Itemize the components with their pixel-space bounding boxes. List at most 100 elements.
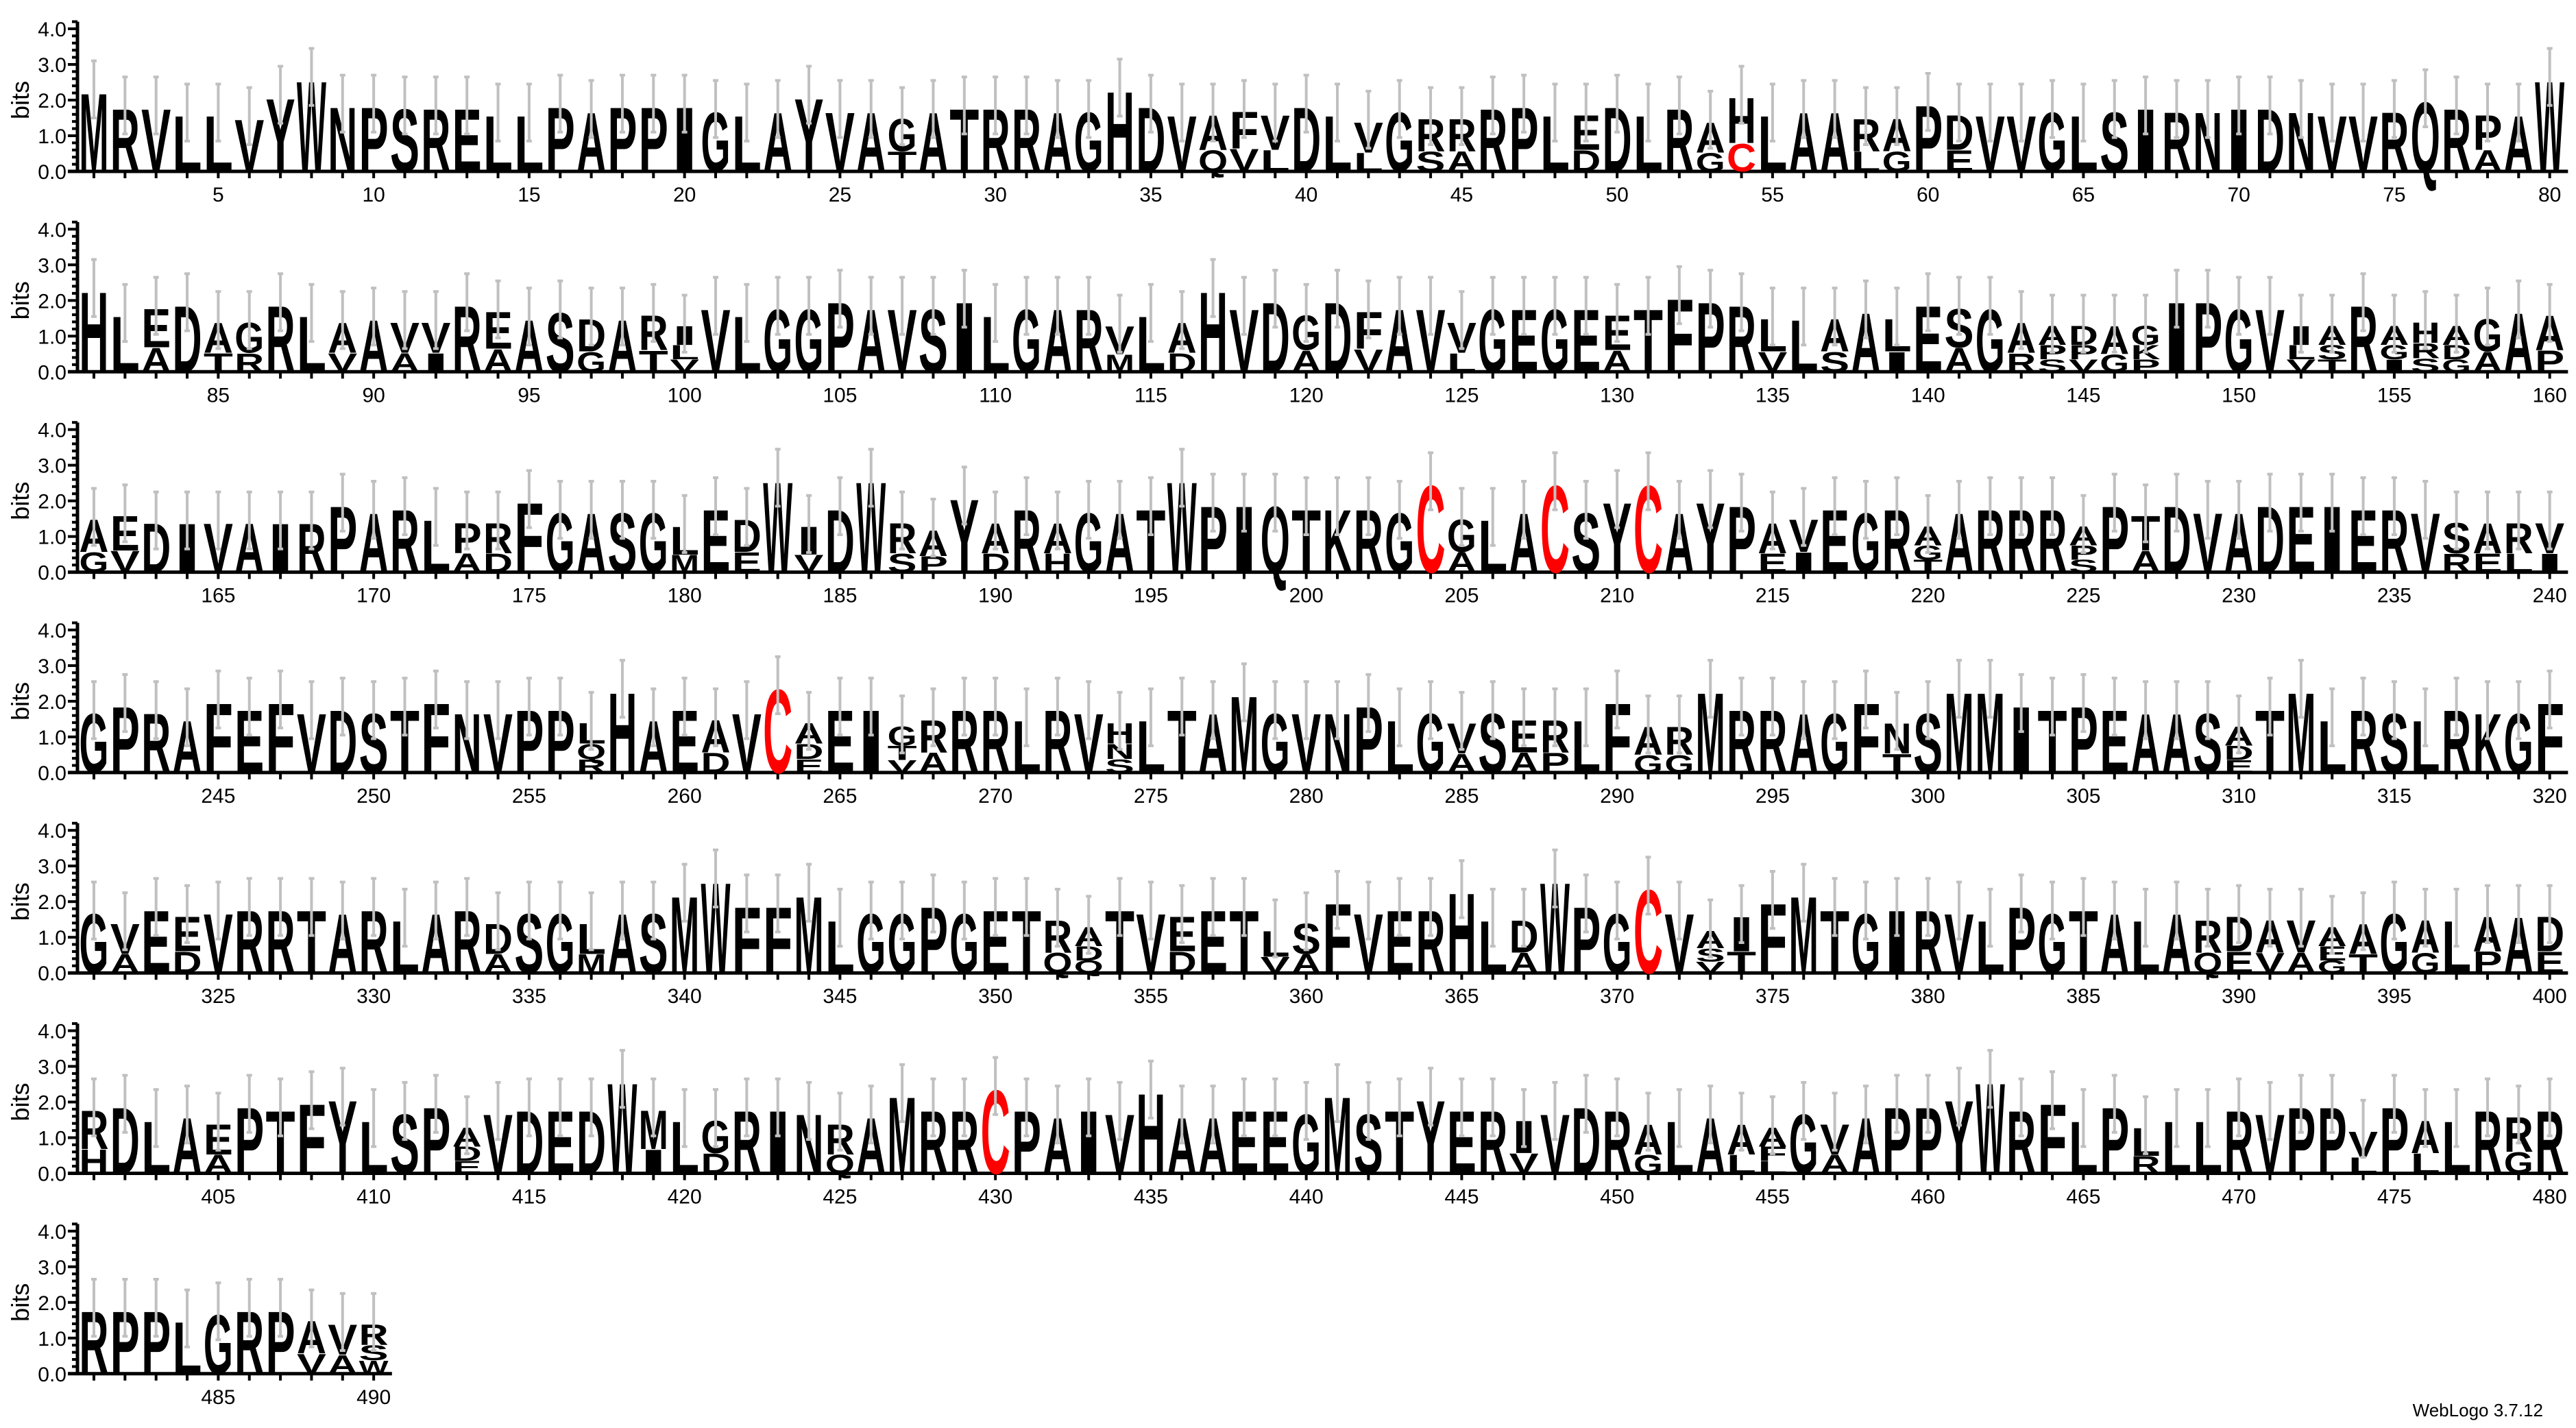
error-bar	[1894, 690, 1900, 751]
error-bar	[1428, 276, 1434, 336]
letter-wrap: G	[1696, 147, 1725, 177]
error-bar	[1117, 58, 1123, 118]
error-bar	[993, 677, 999, 737]
logo-stack-23: A	[763, 79, 792, 189]
error-bar	[2422, 687, 2429, 747]
logo-stack-75: R	[2379, 79, 2409, 189]
x-tick-label: 330	[356, 985, 391, 1008]
logo-stack-282: P	[1354, 673, 1383, 793]
logo-stack-209: S	[1571, 480, 1601, 590]
logo-stack-39: VL	[1261, 82, 1290, 178]
logo-stack-329: A	[328, 880, 357, 991]
error-bar	[2080, 494, 2087, 554]
logo-stack-217: E	[1820, 476, 1849, 592]
logo-stack-305: P	[2069, 673, 2098, 793]
error-bar	[1054, 490, 1060, 550]
logo-stack-486: R	[234, 1278, 264, 1393]
error-bar	[246, 877, 252, 937]
logo-stack-404: A	[173, 1085, 202, 1190]
logo-letter-A: A	[1509, 747, 1539, 779]
logo-letter-A: A	[2472, 145, 2502, 178]
logo-letter-R: R	[576, 755, 606, 777]
logo-letter-L: L	[1354, 147, 1383, 177]
error-bar	[1862, 279, 1869, 339]
error-bar	[433, 75, 439, 136]
letter-wrap: D	[1167, 946, 1197, 980]
logo-stack-120: GA	[1291, 282, 1321, 378]
logo-stack-407: T	[266, 1077, 295, 1193]
logo-letter-M: M	[670, 550, 699, 577]
x-tick-label: 375	[1755, 985, 1790, 1008]
error-bar	[1365, 476, 1372, 536]
error-bar	[1086, 480, 1092, 540]
logo-stack-363: E	[1385, 877, 1414, 992]
logo-letter-I: I	[421, 348, 450, 378]
error-bar	[1210, 680, 1216, 740]
error-bar	[837, 677, 843, 737]
logo-stack-181: E	[701, 476, 731, 592]
x-tick-label: 65	[2072, 184, 2095, 206]
error-bar	[2267, 888, 2273, 948]
logo-stack-420: L	[670, 1088, 699, 1189]
logo-stack-403: L	[141, 1088, 171, 1189]
logo-stack-455: AFL	[1758, 1095, 1787, 1177]
logo-letter-L: L	[1727, 1150, 1756, 1179]
error-bar	[681, 293, 688, 354]
logo-stack-432: A	[1043, 1085, 1072, 1190]
letter-wrap: V	[1229, 142, 1259, 178]
error-bar	[651, 282, 657, 343]
logo-stack-370: G	[1603, 880, 1632, 991]
logo-letter-A: A	[1447, 547, 1477, 579]
logo-stack-8: W	[297, 47, 326, 199]
error-bar	[1552, 276, 1558, 336]
letter-wrap: R	[576, 755, 606, 777]
logo-stack-375: F	[1758, 870, 1787, 995]
logo-stack-444: Y	[1416, 1067, 1446, 1196]
x-tick-label: 325	[201, 985, 235, 1008]
logo-letter-Q: Q	[825, 1150, 855, 1179]
logo-stack-344: M	[794, 862, 824, 997]
logo-stack-260: E	[670, 677, 699, 792]
error-bar	[775, 79, 781, 139]
logo-stack-458: A	[1851, 1085, 1880, 1190]
letter-wrap: R	[234, 348, 264, 378]
logo-stack-392: VA	[2286, 888, 2316, 979]
logo-stack-489: VA	[328, 1292, 357, 1379]
logo-stack-340: M	[670, 862, 699, 997]
error-bar	[1521, 687, 1527, 747]
letter-wrap: T	[888, 146, 917, 178]
error-bar	[806, 64, 812, 125]
error-bar	[1396, 79, 1402, 139]
logo-stack-243: R	[141, 680, 171, 790]
logo-stack-151: V	[2255, 276, 2285, 391]
letter-wrap: Q	[825, 1150, 855, 1179]
logo-stack-154: R	[2348, 272, 2378, 392]
logo-stack-294: R	[1727, 677, 1756, 792]
error-bar	[215, 490, 221, 550]
logo-stack-339: S	[639, 880, 668, 991]
logo-stack-322: VA	[110, 891, 140, 979]
letter-wrap: E	[1758, 548, 1787, 578]
letter-wrap: T	[2318, 356, 2347, 376]
logo-stack-320: F	[2535, 669, 2564, 794]
logo-stack-106: A	[856, 276, 886, 391]
error-bar	[91, 258, 97, 318]
logo-letter-E: E	[2535, 946, 2564, 980]
letter-wrap: V	[794, 550, 824, 577]
error-bar	[713, 687, 718, 747]
error-bar	[1335, 476, 1340, 536]
logo-stack-143: AR	[2006, 290, 2036, 378]
letter-wrap: L	[1758, 1158, 1787, 1177]
error-bar	[278, 64, 284, 125]
letter-wrap: L	[2504, 548, 2534, 578]
logo-stack-228: D	[2162, 472, 2191, 592]
error-bar	[495, 490, 501, 550]
error-bar	[1054, 888, 1060, 948]
x-tick-label: 190	[978, 585, 1012, 607]
error-bar	[2298, 472, 2304, 533]
error-bar	[1552, 848, 1558, 908]
logo-letter-S: S	[1416, 146, 1446, 178]
error-bar	[1832, 680, 1838, 740]
logo-stack-148: I	[2162, 269, 2191, 394]
logo-letter-A: A	[483, 949, 513, 979]
